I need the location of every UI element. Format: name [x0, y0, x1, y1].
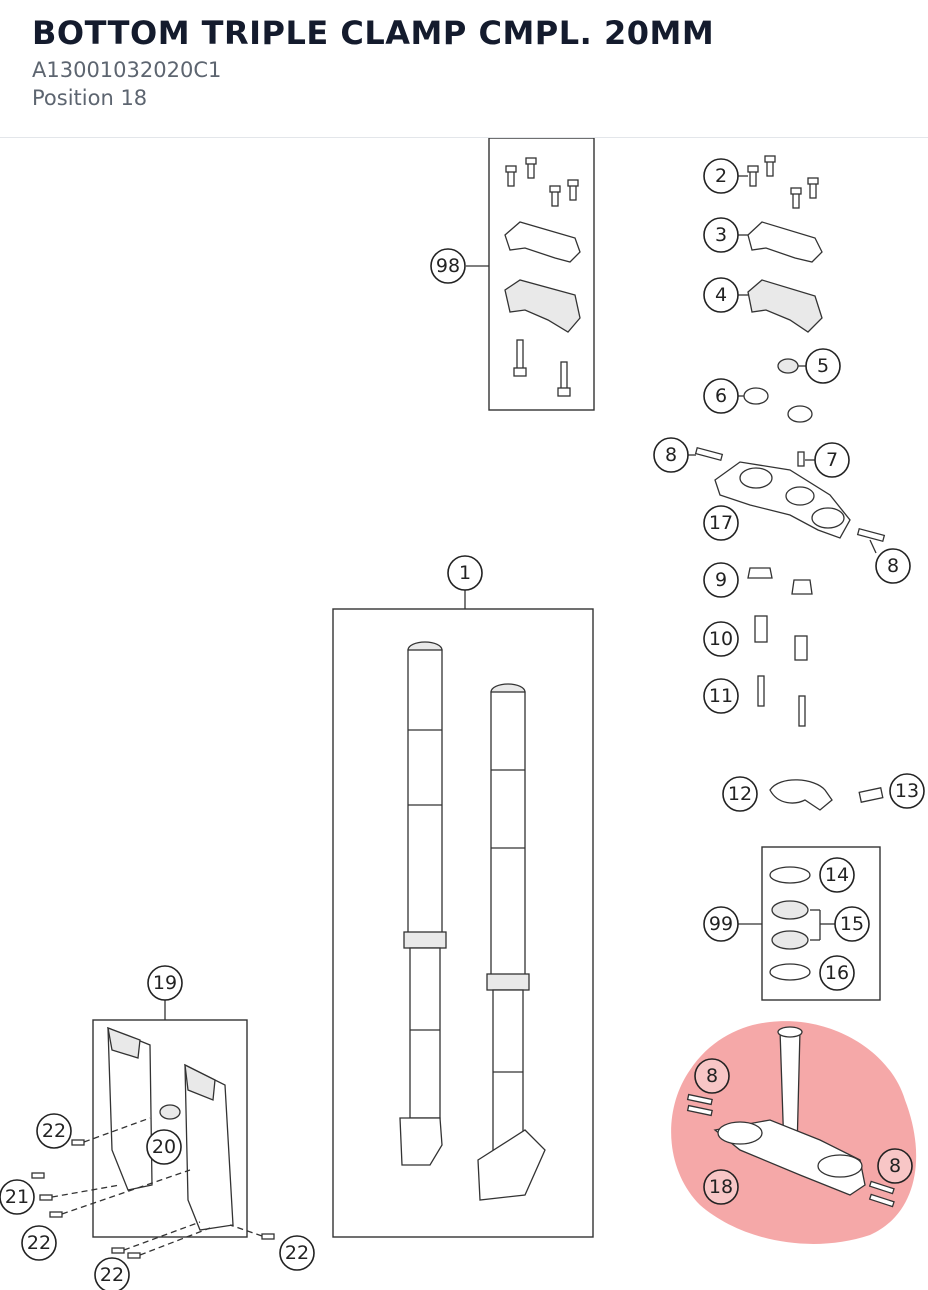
- clip-13: [858, 787, 884, 803]
- svg-text:1: 1: [459, 562, 471, 584]
- kit-98-bottom-clamp: [504, 279, 581, 333]
- handlebar-screws: [747, 155, 819, 209]
- callout-21[interactable]: 21: [0, 1179, 35, 1215]
- svg-text:8: 8: [889, 1155, 901, 1177]
- svg-text:4: 4: [715, 284, 727, 306]
- svg-text:15: 15: [840, 913, 864, 935]
- fork-leg-right: [477, 683, 546, 1201]
- svg-text:12: 12: [728, 783, 752, 805]
- callout-16[interactable]: 16: [819, 955, 855, 991]
- bottom-clamp-bolts: [686, 1093, 895, 1208]
- svg-text:11: 11: [709, 685, 733, 707]
- svg-text:22: 22: [42, 1120, 66, 1142]
- svg-text:99: 99: [709, 913, 733, 935]
- callout-7[interactable]: 7: [814, 442, 850, 478]
- svg-text:98: 98: [436, 255, 460, 277]
- svg-text:8: 8: [887, 555, 899, 577]
- seal-14: [769, 866, 811, 884]
- svg-text:16: 16: [825, 962, 849, 984]
- callout-2[interactable]: 2: [703, 158, 739, 194]
- handlebar-bottom-clamp: [747, 279, 823, 333]
- kit-box-98: [488, 138, 595, 411]
- sleeve-10-left: [754, 615, 768, 643]
- svg-text:14: 14: [825, 864, 849, 886]
- svg-text:8: 8: [706, 1065, 718, 1087]
- svg-text:22: 22: [285, 1242, 309, 1264]
- page-title: BOTTOM TRIPLE CLAMP CMPL. 20MM: [32, 14, 715, 52]
- callout-8-highlight-left[interactable]: 8: [694, 1058, 730, 1094]
- bolt-11-left: [757, 675, 765, 707]
- pinch-screw-7: [797, 451, 805, 467]
- part-number: A13001032020C1: [32, 58, 222, 82]
- seal-16: [769, 963, 811, 981]
- callout-8-right[interactable]: 8: [875, 548, 911, 584]
- callout-11[interactable]: 11: [703, 678, 739, 714]
- callout-6[interactable]: 6: [703, 378, 739, 414]
- kit-98-top-clamp: [504, 221, 581, 263]
- svg-text:22: 22: [100, 1264, 124, 1286]
- callout-12[interactable]: 12: [722, 776, 758, 812]
- callout-22-d[interactable]: 22: [94, 1257, 130, 1290]
- part-position: Position 18: [32, 86, 148, 110]
- kit-98-bolts: [513, 339, 571, 397]
- svg-text:8: 8: [665, 444, 677, 466]
- cap-9-right: [791, 579, 813, 595]
- svg-text:7: 7: [826, 449, 838, 471]
- svg-text:21: 21: [5, 1186, 29, 1208]
- bearing-15-bottom: [771, 930, 809, 950]
- sleeve-10-right: [794, 635, 808, 661]
- kit-98-screws: [505, 157, 579, 207]
- svg-text:19: 19: [153, 972, 177, 994]
- callout-8-top[interactable]: 8: [653, 437, 689, 473]
- handlebar-top-clamp: [747, 221, 823, 263]
- svg-text:9: 9: [715, 569, 727, 591]
- fork-guard-right: [184, 1063, 234, 1231]
- svg-text:10: 10: [709, 628, 733, 650]
- callout-99[interactable]: 99: [703, 906, 739, 942]
- clamp-bolts-8: [694, 446, 886, 543]
- callout-17[interactable]: 17: [703, 505, 739, 541]
- callout-3[interactable]: 3: [703, 217, 739, 253]
- callout-10[interactable]: 10: [703, 621, 739, 657]
- fork-leg-left: [399, 641, 447, 1166]
- callout-9[interactable]: 9: [703, 562, 739, 598]
- svg-text:6: 6: [715, 385, 727, 407]
- callout-98[interactable]: 98: [430, 248, 466, 284]
- cap-9-left: [747, 567, 773, 579]
- fork-guard-screws: [31, 1139, 275, 1259]
- rubber-bushing-right: [787, 405, 813, 423]
- callout-19[interactable]: 19: [147, 965, 183, 1001]
- bottom-triple-clamp: [713, 1026, 866, 1196]
- callout-14[interactable]: 14: [819, 857, 855, 893]
- callout-20[interactable]: 20: [146, 1129, 182, 1165]
- svg-text:17: 17: [709, 512, 733, 534]
- svg-text:2: 2: [715, 165, 727, 187]
- damper-bushing: [777, 358, 799, 374]
- callout-1[interactable]: 1: [447, 555, 483, 591]
- callout-5[interactable]: 5: [805, 348, 841, 384]
- svg-text:20: 20: [152, 1136, 176, 1158]
- cable-holder-12: [769, 779, 833, 811]
- rubber-bushing-left: [743, 387, 769, 405]
- exploded-parts-diagram: 98 2 3 4 5 6 8 7 17 8 9 10 11 12 13 14 9…: [0, 138, 925, 1290]
- callout-18[interactable]: 18: [703, 1169, 739, 1205]
- callout-22-b[interactable]: 22: [21, 1225, 57, 1261]
- fork-box-1: [332, 608, 594, 1238]
- bolt-11-right: [798, 695, 806, 727]
- fork-guard-box-19: [92, 1019, 248, 1238]
- part-header: BOTTOM TRIPLE CLAMP CMPL. 20MM A13001032…: [0, 0, 928, 138]
- svg-text:5: 5: [817, 355, 829, 377]
- callout-22-c[interactable]: 22: [279, 1235, 315, 1271]
- callout-22-a[interactable]: 22: [36, 1113, 72, 1149]
- callout-15[interactable]: 15: [834, 906, 870, 942]
- svg-text:18: 18: [709, 1176, 733, 1198]
- svg-text:3: 3: [715, 224, 727, 246]
- bearing-15-top: [771, 900, 809, 920]
- svg-text:13: 13: [895, 780, 919, 802]
- callout-8-highlight-right[interactable]: 8: [877, 1148, 913, 1184]
- callout-4[interactable]: 4: [703, 277, 739, 313]
- svg-text:22: 22: [27, 1232, 51, 1254]
- callout-13[interactable]: 13: [889, 773, 925, 809]
- guide-20: [159, 1104, 181, 1120]
